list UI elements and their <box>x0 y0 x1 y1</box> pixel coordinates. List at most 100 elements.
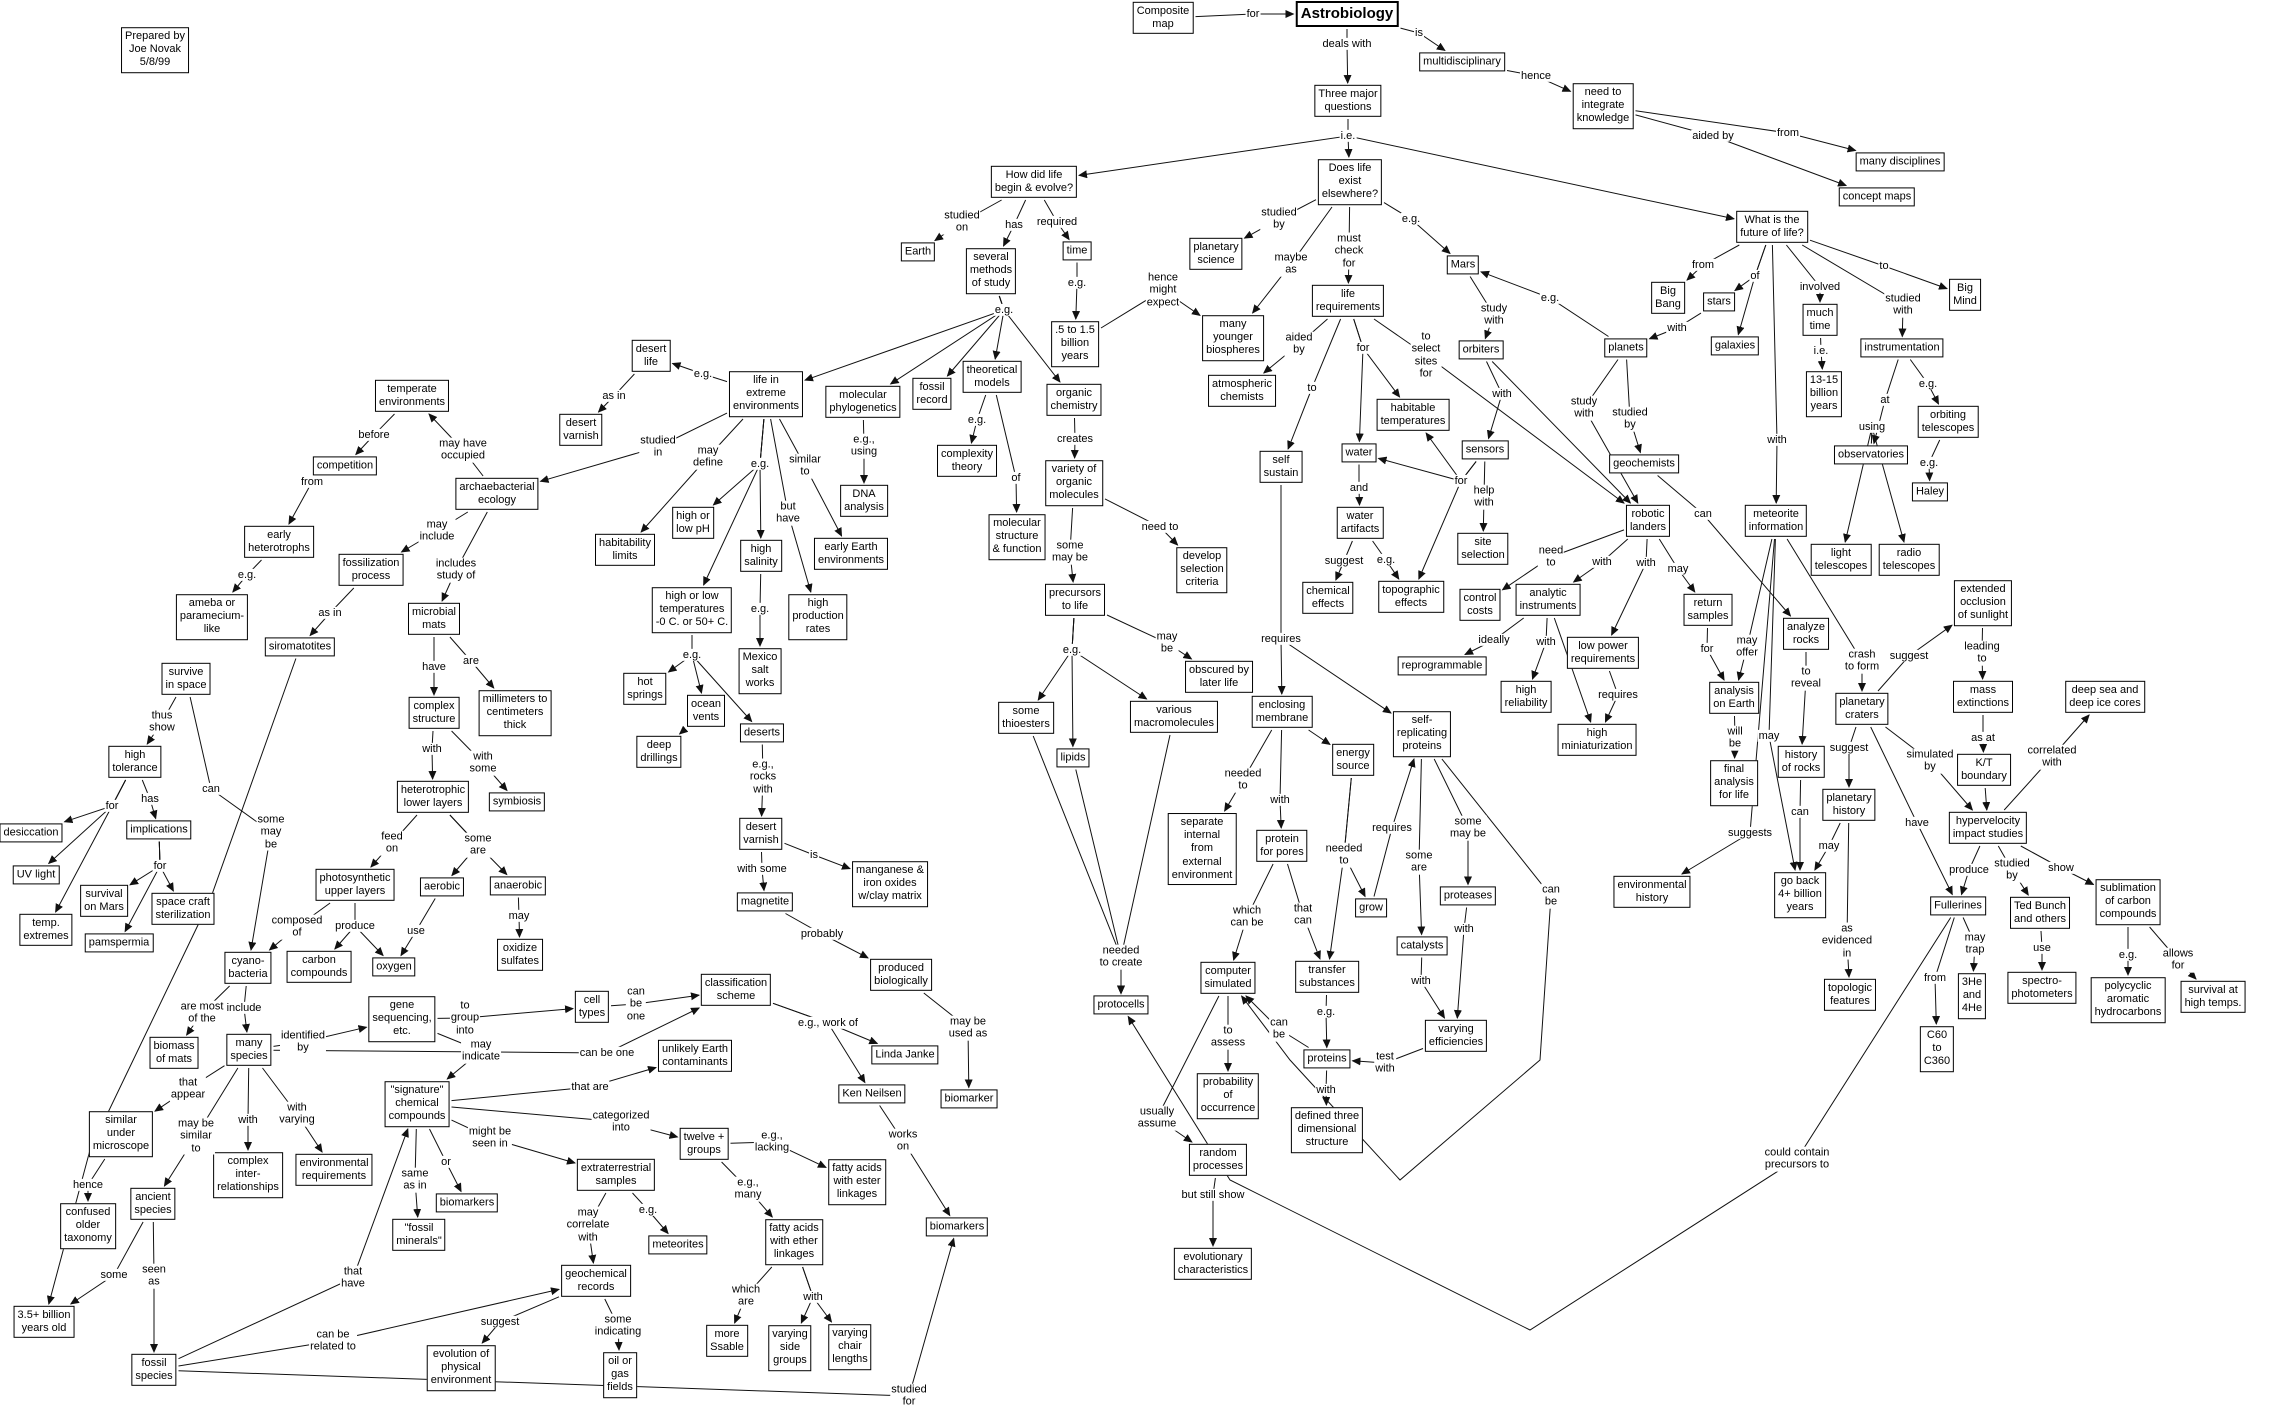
concept-node: computer simulated <box>1200 961 1256 995</box>
link-label: studied by <box>1993 857 2031 883</box>
concept-link <box>1078 119 1349 179</box>
concept-node: biomass of mats <box>149 1036 199 1070</box>
concept-link <box>189 696 272 951</box>
concept-node: meteorite information <box>1744 504 1808 538</box>
link-label: studied with <box>1884 292 1922 318</box>
concept-link <box>1870 426 1906 543</box>
concept-node: observatories <box>1833 445 1909 465</box>
link-label: correlated with <box>2026 744 2078 770</box>
concept-node: light telescopes <box>1810 543 1872 577</box>
concept-node: high or low pH <box>672 506 714 540</box>
link-label: e.g. <box>993 303 1015 317</box>
concept-link <box>1068 617 1077 748</box>
link-label: show <box>2047 861 2075 875</box>
concept-node: many species <box>226 1033 272 1067</box>
concept-node: fossil record <box>912 377 952 411</box>
link-label: feed on <box>380 830 404 856</box>
link-label: with <box>1591 555 1613 569</box>
link-label: may correlate with <box>565 1206 611 1244</box>
concept-node: low power requirements <box>1566 636 1640 670</box>
link-label: e.g. <box>637 1203 659 1217</box>
link-label: may trap <box>1963 931 1987 957</box>
link-label: to group into <box>449 999 481 1037</box>
link-label: i.e. <box>1339 129 1357 143</box>
concept-node: topologic features <box>1823 978 1877 1012</box>
link-label: requires <box>1597 688 1639 702</box>
concept-node: high miniaturization <box>1557 723 1637 757</box>
concept-link <box>1531 617 1548 680</box>
concept-link <box>1553 617 1592 723</box>
link-label: which are <box>730 1283 762 1309</box>
link-label: produce <box>1948 863 1990 877</box>
link-label: may be used as <box>947 1015 989 1041</box>
concept-node: galaxies <box>1710 336 1760 356</box>
concept-node: high production rates <box>788 594 848 640</box>
concept-link <box>610 992 700 1007</box>
link-label: with <box>1635 556 1657 570</box>
link-label: suggest <box>1323 554 1365 568</box>
concept-node: return samples <box>1683 593 1733 627</box>
link-label: e.g. <box>1061 643 1083 657</box>
link-label: can <box>1790 805 1810 819</box>
concept-node: defined three dimensional structure <box>1290 1107 1364 1153</box>
link-label: with <box>1269 793 1291 807</box>
concept-node: cell types <box>574 990 610 1024</box>
concept-node: Mexico salt works <box>738 648 782 694</box>
concept-node: several methods of study <box>965 248 1017 294</box>
concept-node: evolutionary characteristics <box>1173 1247 1253 1281</box>
link-label: e.g. <box>749 457 771 471</box>
link-label: e.g. <box>966 413 988 427</box>
link-label: deals with <box>1321 37 1373 51</box>
concept-node: evolution of physical environment <box>426 1345 496 1391</box>
link-label: which can be <box>1229 904 1265 930</box>
link-label: can be one <box>625 985 647 1023</box>
concept-node: sensors <box>1461 440 1509 460</box>
link-label: studied by <box>1260 206 1298 232</box>
link-label: as in <box>317 606 343 620</box>
link-label: crash to form <box>1843 648 1881 674</box>
author-box: Prepared by Joe Novak 5/8/99 <box>121 27 189 73</box>
concept-node: cyano- bacteria <box>224 951 272 985</box>
concept-link <box>1420 957 1446 1019</box>
link-label: for <box>1453 474 1469 488</box>
link-label: for <box>1245 7 1261 21</box>
link-label: help with <box>1472 484 1496 510</box>
concept-node: probability of occurrence <box>1196 1073 1260 1119</box>
link-label: same as in <box>400 1167 430 1193</box>
concept-node: high tolerance <box>108 745 162 779</box>
link-label: probably <box>799 927 845 941</box>
link-label: at <box>1879 393 1891 407</box>
link-label: must check for <box>1333 232 1365 270</box>
concept-node: Big Mind <box>1949 278 1981 312</box>
concept-node: lipids <box>1056 748 1090 768</box>
link-label: test with <box>1374 1050 1396 1076</box>
link-label: may define <box>692 444 724 470</box>
concept-node: Earth <box>900 242 936 262</box>
link-label: usually assume <box>1136 1105 1178 1131</box>
concept-node: similar under microscope <box>88 1111 154 1157</box>
link-label: need to <box>1537 544 1565 570</box>
concept-node: Fullerines <box>1930 896 1986 916</box>
link-label: some indicating <box>593 1313 643 1339</box>
concept-node: atmospheric chemists <box>1208 374 1276 408</box>
concept-node: environmental requirements <box>295 1153 373 1187</box>
concept-node: site selection <box>1457 532 1509 566</box>
concept-node: millimeters to centimeters thick <box>478 690 552 736</box>
concept-link <box>1072 262 1081 320</box>
concept-node: robotic landers <box>1625 504 1671 538</box>
link-label: e.g. <box>1918 456 1940 470</box>
concept-node: need to integrate knowledge <box>1572 83 1634 129</box>
concept-node: What is the future of life? <box>1736 210 1808 244</box>
link-label: with <box>802 1290 824 1304</box>
link-label: studied in <box>639 434 677 460</box>
concept-node: high salinity <box>740 539 782 573</box>
concept-node: Haley <box>1911 482 1949 502</box>
concept-link <box>1343 777 1366 898</box>
concept-node: random processes <box>1188 1143 1248 1177</box>
concept-node: classification scheme <box>700 973 772 1007</box>
concept-node: temp. extremes <box>19 913 73 947</box>
link-label: can <box>201 782 221 796</box>
concept-node: transfer substances <box>1295 960 1359 994</box>
concept-node: planets <box>1604 338 1648 358</box>
